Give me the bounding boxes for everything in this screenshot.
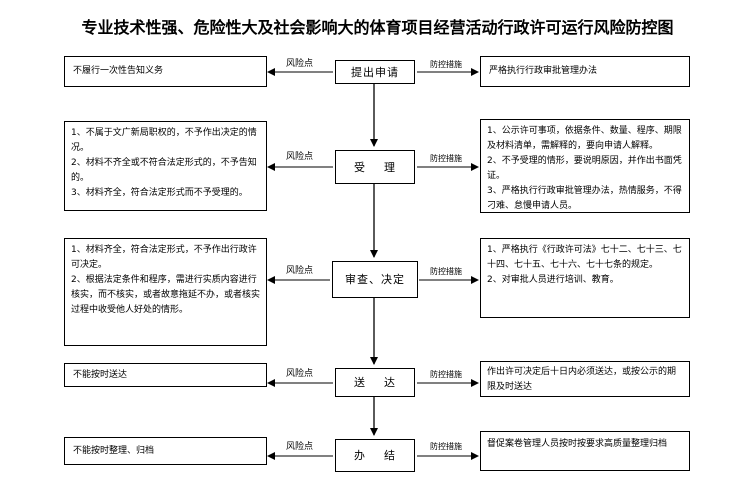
risk-label: 风险点: [286, 369, 314, 379]
risk-item: 2、材料不齐全或不符合法定形式的，不予告知的。: [71, 158, 257, 183]
risk-box-apply: 不履行一次性告知义务: [64, 56, 267, 87]
risk-label: 风险点: [286, 59, 314, 69]
risk-box-deliver: 不能按时送达: [64, 363, 267, 387]
step-box-complete: 办 结: [335, 439, 415, 472]
control-item: 2、对审批人员进行培训、教育。: [487, 275, 619, 285]
control-label: 防控措施: [430, 370, 462, 379]
control-item: 督促案卷管理人员按时按要求高质量整理归档: [487, 439, 668, 449]
step-box-review: 审查、决定: [332, 261, 418, 298]
risk-box-complete: 不能按时整理、归档: [64, 437, 267, 465]
control-label: 防控措施: [430, 267, 462, 276]
step-box-accept: 受 理: [335, 150, 415, 184]
risk-label: 风险点: [286, 442, 314, 452]
control-label: 防控措施: [430, 154, 462, 163]
control-box-apply: 严格执行行政审批管理办法: [480, 56, 690, 87]
control-item: 1、严格执行《行政许可法》七十二、七十三、七十四、七十五、七十六、七十七条的规定…: [487, 245, 682, 270]
risk-item: 不能按时整理、归档: [73, 445, 155, 456]
control-item: 1、公示许可事项，依据条件、数量、程序、期限及材料清单，需解释的，要向申请人解释…: [487, 126, 682, 151]
risk-box-accept: 1、不属于文广新局职权的，不予作出决定的情况。 2、材料不齐全或不符合法定形式的…: [64, 121, 267, 211]
control-box-complete: 督促案卷管理人员按时按要求高质量整理归档: [480, 431, 690, 471]
risk-item: 1、材料齐全，符合法定形式，不予作出行政许可决定。: [71, 245, 257, 270]
control-box-accept: 1、公示许可事项，依据条件、数量、程序、期限及材料清单，需解释的，要向申请人解释…: [480, 119, 690, 213]
risk-item: 不履行一次性告知义务: [73, 66, 164, 76]
risk-item: 3、材料齐全，符合法定形式而不予受理的。: [71, 188, 248, 198]
risk-item: 不能按时送达: [73, 369, 128, 380]
control-label: 防控措施: [430, 60, 462, 69]
step-box-apply: 提出申请: [335, 60, 415, 84]
risk-item: 1、不属于文广新局职权的，不予作出决定的情况。: [71, 128, 257, 153]
control-item: 作出许可决定后十日内必须送达，或按公示的期限及时送达: [487, 367, 677, 392]
risk-box-review: 1、材料齐全，符合法定形式，不予作出行政许可决定。 2、根据法定条件和程序，需进…: [64, 238, 267, 346]
control-label: 防控措施: [430, 442, 462, 451]
diagram-title: 专业技术性强、危险性大及社会影响大的体育项目经营活动行政许可运行风险防控图: [81, 18, 674, 37]
risk-label: 风险点: [286, 152, 314, 162]
control-item: 2、不予受理的情形，要说明原因，并作出书面凭证。: [487, 156, 682, 181]
control-box-review: 1、严格执行《行政许可法》七十二、七十三、七十四、七十五、七十六、七十七条的规定…: [480, 238, 690, 318]
control-item: 3、严格执行行政审批管理办法，热情服务，不得刁难、怠慢申请人员。: [487, 186, 682, 211]
risk-label: 风险点: [286, 266, 314, 276]
control-box-deliver: 作出许可决定后十日内必须送达，或按公示的期限及时送达: [480, 361, 690, 397]
control-item: 严格执行行政审批管理办法: [489, 66, 598, 76]
step-box-deliver: 送 达: [335, 368, 415, 397]
risk-item: 2、根据法定条件和程序，需进行实质内容进行核实，而不核实，或者故意拖延不办，或者…: [71, 275, 261, 315]
